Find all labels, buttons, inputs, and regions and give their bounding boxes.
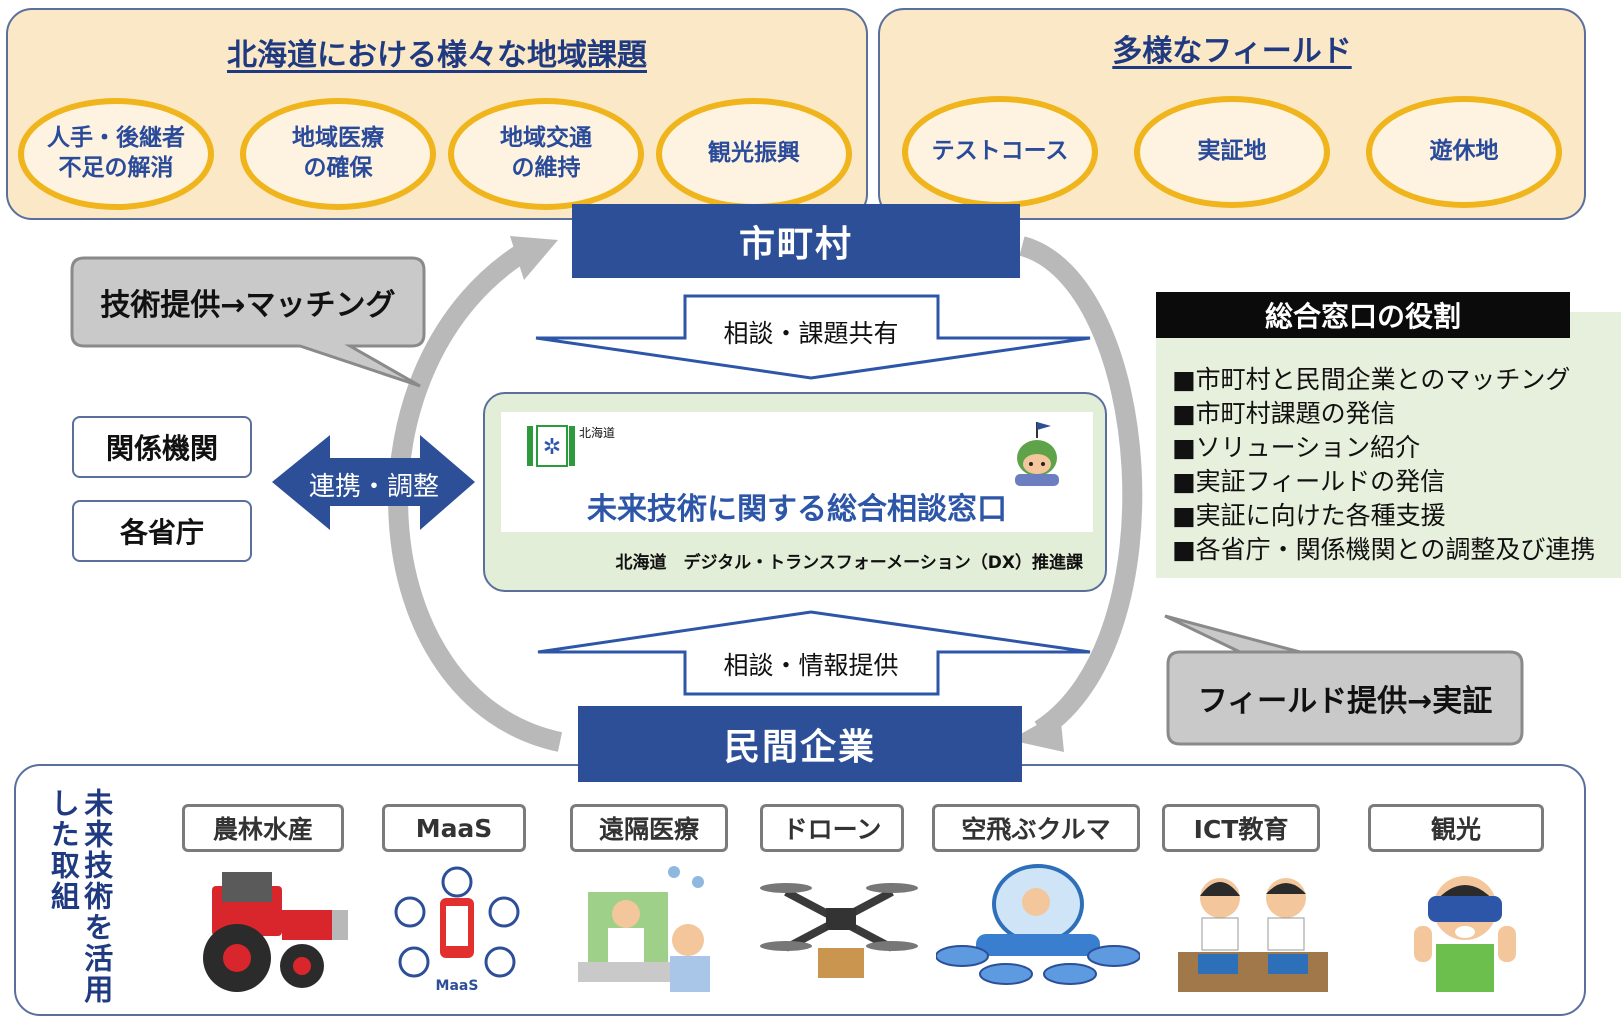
private-company-bar: 民間企業 — [578, 706, 1022, 782]
municipality-bar: 市町村 — [572, 204, 1020, 278]
initiatives-vertical-label: 未来技術を活用した取組 — [46, 788, 114, 1005]
hokkaido-logo-icon: ✲ — [527, 425, 575, 467]
tech-matching-callout: 技術提供→マッチング — [100, 288, 396, 323]
left-callout-shape — [70, 256, 426, 388]
coordination-double-arrow — [272, 435, 475, 530]
issue-labor-shortage: 人手・後継者 不足の解消 — [18, 98, 214, 210]
regional-issues-title: 北海道における様々な地域課題 — [227, 38, 647, 73]
field-demo-site: 実証地 — [1134, 96, 1330, 208]
role-item: ■ソリューション紹介 — [1172, 433, 1421, 462]
role-title: 総合窓口の役割 — [1156, 292, 1570, 338]
related-agencies-box: 関係機関 — [72, 416, 252, 478]
issue-tourism: 観光振興 — [656, 98, 852, 210]
maas-icon-label: MaaS — [436, 978, 479, 994]
right-curve-arrow — [1018, 236, 1143, 739]
drone-icon — [760, 883, 918, 978]
fields-panel: 多様なフィールド テストコース 実証地 遊休地 — [878, 8, 1586, 220]
tag-drone: ドローン — [760, 804, 904, 852]
dx-department: 北海道 デジタル・トランスフォーメーション（DX）推進課 — [615, 553, 1083, 573]
up-arrow-outline — [537, 610, 1091, 696]
down-arrow-outline — [535, 294, 1091, 380]
role-item: ■実証に向けた各種支援 — [1172, 501, 1446, 530]
consult-share-label: 相談・課題共有 — [723, 319, 899, 348]
role-item: ■各省庁・関係機関との調整及び連携 — [1172, 535, 1596, 564]
role-item: ■実証フィールドの発信 — [1172, 467, 1446, 496]
regional-issues-panel: 北海道における様々な地域課題 人手・後継者 不足の解消 地域医療 の確保 地域交… — [6, 8, 868, 220]
right-callout-shape — [1164, 614, 1524, 746]
consultation-window-panel: ✲ 北海道 未来技術に関する総合相談窓口 北海道 デジタル・トランスフォーメーシ… — [483, 392, 1107, 592]
consult-info-label: 相談・情報提供 — [723, 651, 899, 680]
tag-ict-education: ICT教育 — [1162, 804, 1320, 852]
right-curve-arrowhead — [1010, 712, 1064, 752]
flying-car-icon — [936, 864, 1140, 985]
ministries-box: 各省庁 — [72, 500, 252, 562]
tag-telemedicine: 遠隔医療 — [570, 804, 728, 852]
consultation-window-card: ✲ 北海道 未来技術に関する総合相談窓口 — [501, 412, 1093, 532]
consultation-window-title: 未来技術に関する総合相談窓口 — [587, 492, 1007, 527]
tag-agriculture: 農林水産 — [182, 804, 344, 852]
vr-tourism-icon — [1414, 876, 1516, 992]
mascot-icon — [1015, 422, 1059, 486]
tractor-icon — [203, 872, 348, 992]
role-panel: ■市町村と民間企業とのマッチング ■市町村課題の発信 ■ソリューション紹介 ■実… — [1156, 312, 1621, 578]
issue-transport: 地域交通 の維持 — [448, 98, 644, 210]
maas-icon: MaaS — [394, 866, 520, 994]
tag-maas: MaaS — [382, 804, 526, 852]
role-item: ■市町村と民間企業とのマッチング — [1172, 365, 1571, 394]
role-item: ■市町村課題の発信 — [1172, 399, 1396, 428]
fields-title: 多様なフィールド — [1112, 34, 1352, 69]
hokkaido-logo-text: 北海道 — [579, 426, 616, 440]
tag-flying-car: 空飛ぶクルマ — [932, 804, 1140, 852]
ict-education-icon — [1178, 878, 1328, 992]
tag-tourism: 観光 — [1368, 804, 1544, 852]
coordination-label: 連携・調整 — [308, 472, 439, 502]
issue-medical-care: 地域医療 の確保 — [240, 98, 436, 210]
svg-text:✲: ✲ — [543, 435, 561, 460]
initiatives-panel: 未来技術を活用した取組 農林水産 MaaS 遠隔医療 ドローン 空飛ぶクルマ I… — [14, 764, 1586, 1016]
field-test-course: テストコース — [902, 96, 1098, 208]
telemedicine-icon — [578, 866, 710, 992]
field-demo-callout: フィールド提供→実証 — [1197, 684, 1493, 719]
left-curve-arrow — [388, 239, 563, 752]
left-curve-arrowhead — [510, 236, 558, 280]
field-idle-land: 遊休地 — [1366, 96, 1562, 208]
